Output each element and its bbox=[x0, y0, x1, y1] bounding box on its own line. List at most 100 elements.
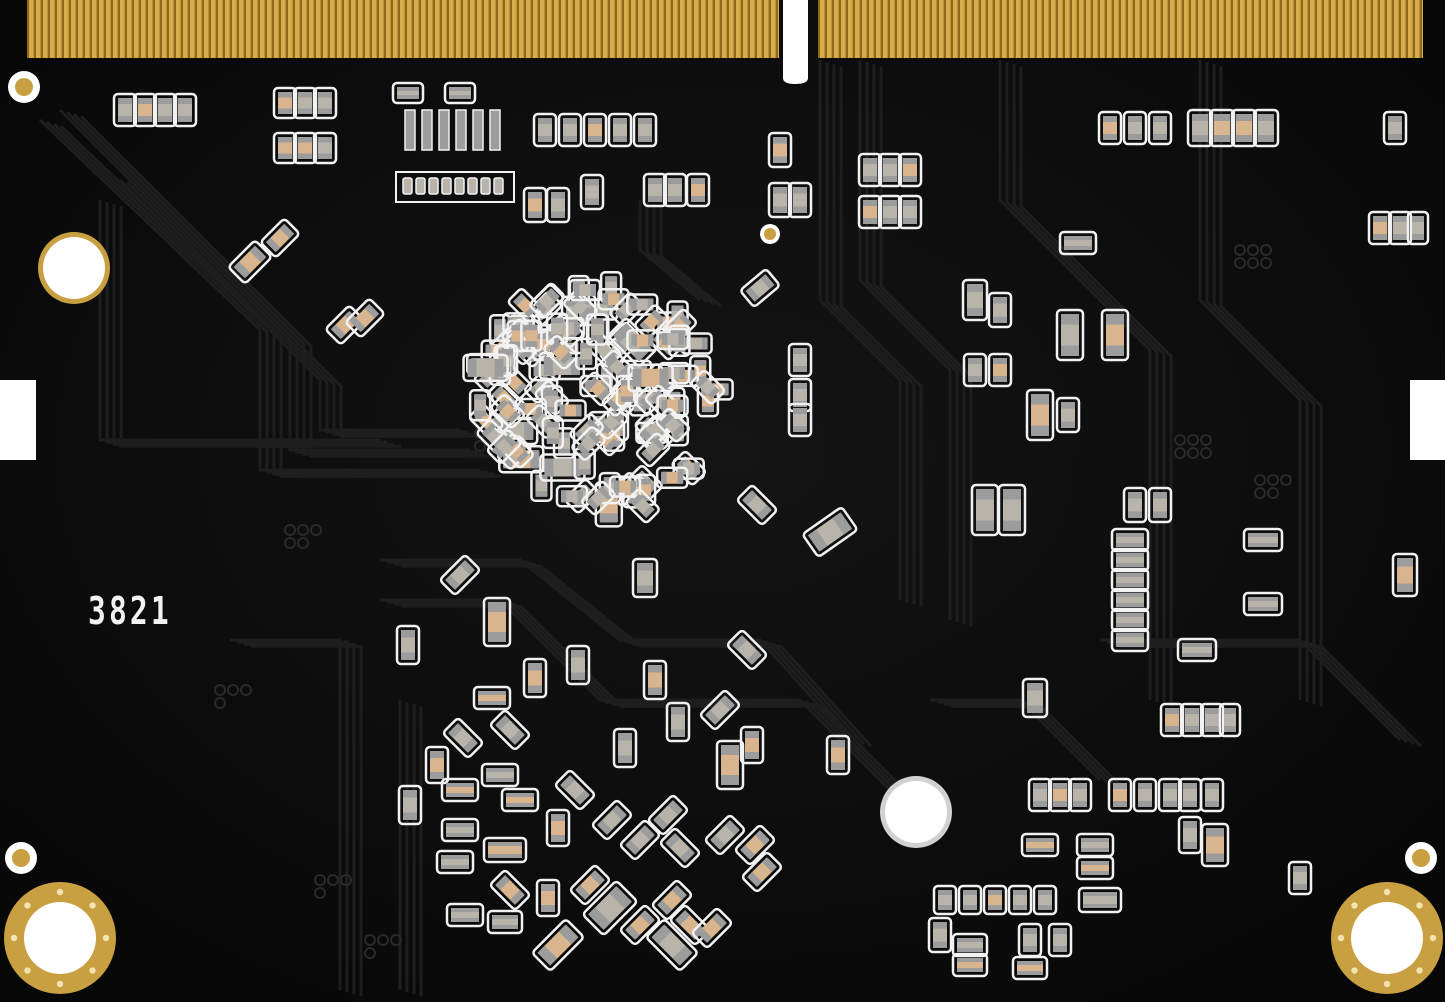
smd-part bbox=[1025, 388, 1055, 442]
smd-part bbox=[1242, 527, 1284, 553]
smd-part bbox=[172, 92, 198, 128]
via bbox=[340, 874, 352, 886]
via bbox=[364, 934, 376, 946]
smd-part bbox=[1179, 702, 1205, 738]
smd-part bbox=[1186, 108, 1214, 148]
copper-trace bbox=[45, 121, 487, 474]
smd-part bbox=[619, 819, 661, 861]
via bbox=[284, 537, 296, 549]
rivet bbox=[1383, 980, 1391, 988]
smd-part bbox=[472, 685, 512, 711]
smd-part bbox=[292, 86, 318, 120]
copper-trace bbox=[38, 118, 480, 472]
via bbox=[214, 684, 226, 696]
smd-part bbox=[626, 329, 659, 352]
smd-part bbox=[1147, 110, 1173, 146]
edge-connector-right bbox=[818, 0, 1423, 58]
smd-part bbox=[1252, 108, 1280, 148]
smd-part bbox=[647, 794, 689, 836]
smd-part bbox=[1047, 777, 1073, 813]
smd-part bbox=[642, 659, 668, 701]
smd-part bbox=[557, 112, 583, 148]
smd-part bbox=[740, 269, 780, 307]
smd-part bbox=[1242, 591, 1284, 617]
copper-trace bbox=[1100, 638, 1402, 742]
smd-part bbox=[272, 131, 298, 165]
smd-part bbox=[1110, 527, 1150, 553]
smd-part bbox=[522, 657, 548, 699]
copper-traces bbox=[38, 60, 1423, 997]
via bbox=[377, 934, 389, 946]
smd-part bbox=[1147, 486, 1173, 524]
copper-trace bbox=[652, 204, 715, 306]
copper-trace bbox=[659, 206, 722, 308]
smd-part bbox=[462, 353, 509, 383]
smd-part bbox=[1032, 884, 1058, 916]
smd-part bbox=[1027, 777, 1053, 813]
smd-part bbox=[440, 817, 480, 843]
smd-part bbox=[951, 952, 989, 978]
rivet bbox=[89, 967, 96, 974]
rivet bbox=[24, 967, 31, 974]
smd-part bbox=[591, 799, 633, 841]
smd-part bbox=[1021, 677, 1049, 719]
smd-part bbox=[632, 112, 658, 148]
copper-trace bbox=[1019, 66, 1173, 707]
via bbox=[240, 684, 252, 696]
copper-trace bbox=[387, 560, 859, 744]
smd-part bbox=[961, 278, 989, 322]
smd-part bbox=[1075, 832, 1115, 858]
copper-trace bbox=[825, 62, 909, 603]
smd-part bbox=[541, 416, 565, 450]
smd-part bbox=[699, 689, 741, 731]
ic-outline bbox=[395, 171, 515, 203]
smd-part bbox=[532, 919, 584, 971]
copper-trace bbox=[818, 60, 902, 600]
copper-trace bbox=[132, 183, 474, 436]
plated-mounting-hole-icon bbox=[1331, 882, 1443, 994]
smd-part bbox=[1110, 567, 1150, 593]
smd-part bbox=[490, 393, 526, 429]
smd-part bbox=[1367, 210, 1393, 246]
via bbox=[1174, 447, 1186, 459]
smd-part bbox=[619, 904, 661, 946]
ic-pad bbox=[472, 109, 484, 151]
smd-part bbox=[1199, 777, 1225, 813]
via bbox=[1260, 244, 1272, 256]
smd-part bbox=[532, 112, 558, 148]
smd-part bbox=[1382, 110, 1408, 146]
smd-part bbox=[1122, 110, 1148, 146]
smd-part bbox=[626, 293, 659, 316]
copper-trace bbox=[1005, 62, 1159, 703]
plated-mounting-hole-icon bbox=[4, 882, 116, 994]
via bbox=[390, 934, 402, 946]
rivet bbox=[1351, 902, 1358, 909]
smd-part bbox=[631, 557, 659, 599]
copper-trace bbox=[401, 604, 923, 808]
smd-part bbox=[897, 194, 923, 230]
smd-part bbox=[1097, 110, 1123, 146]
smd-part bbox=[1199, 702, 1225, 738]
smd-part bbox=[585, 313, 609, 346]
smd-part bbox=[272, 86, 298, 120]
via bbox=[1234, 244, 1246, 256]
ic-pad bbox=[438, 109, 450, 151]
smd-part bbox=[736, 484, 778, 526]
smd-part bbox=[529, 284, 564, 319]
smd-part bbox=[662, 172, 688, 208]
copper-trace bbox=[230, 638, 342, 990]
silkscreen-label: 3821 bbox=[88, 589, 172, 633]
via bbox=[214, 697, 226, 709]
smd-part bbox=[568, 278, 602, 302]
smd-part bbox=[659, 827, 701, 869]
via bbox=[314, 887, 326, 899]
smd-part bbox=[642, 172, 668, 208]
smd-part bbox=[715, 739, 745, 791]
via-field bbox=[214, 244, 1292, 959]
smd-part bbox=[569, 864, 611, 906]
rivet bbox=[1337, 934, 1345, 942]
smd-part bbox=[1011, 955, 1049, 981]
smd-part bbox=[787, 402, 813, 438]
smd-part bbox=[1110, 607, 1150, 633]
